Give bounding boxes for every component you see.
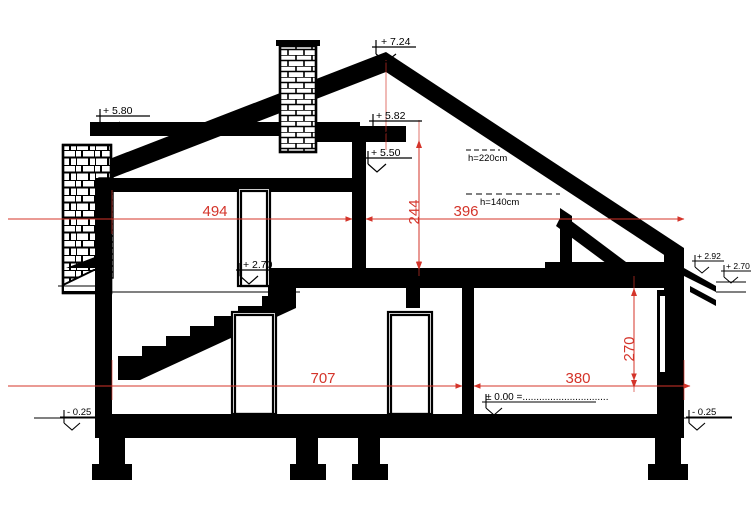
- strip-foundation: [92, 414, 688, 480]
- upper-floor-door-opening: [236, 186, 272, 288]
- elevation-marker-collar: + 5.82: [369, 110, 422, 136]
- height-note-140-label: h=140cm: [480, 197, 519, 208]
- foundation-footing: [352, 464, 388, 480]
- elevation-label-left-eave: + 5.80: [103, 105, 133, 117]
- height-note-220: h=220cm: [466, 149, 507, 164]
- left-exterior-wall-upper: [95, 178, 112, 290]
- elevation-marker-right-eave-a: + 2.92: [692, 251, 724, 274]
- dimension-lower-room-height: 270: [621, 336, 638, 361]
- height-note-220-label: h=220cm: [468, 153, 507, 164]
- right-exterior-wall: [664, 248, 684, 414]
- lower-floor-door-opening: [386, 310, 434, 416]
- lower-partition-wall: [462, 288, 474, 414]
- elevation-marker-datum: ± 0.00 =...............................: [482, 392, 608, 416]
- elevation-marker-floor-upper: + 2.70: [236, 259, 282, 285]
- interior-staircase: [118, 286, 296, 380]
- dimension-upper-left-span: 494: [202, 203, 227, 220]
- elevation-label-collar: + 5.82: [376, 110, 406, 122]
- elevation-label-floor-upper: + 2.70: [243, 259, 273, 271]
- elevation-label-datum: ± 0.00 =...............................: [486, 392, 608, 403]
- elevation-label-ground-right: - 0.25: [692, 407, 716, 418]
- dimension-lower-right-span: 380: [565, 370, 590, 387]
- upper-wall-plate: [95, 178, 365, 192]
- elevation-marker-right-eave-b: + 2.70: [721, 261, 751, 284]
- height-note-140: h=140cm: [466, 193, 560, 208]
- lower-floor-door-opening: [230, 310, 278, 416]
- dimension-upper-right-span: 396: [453, 203, 478, 220]
- roof-truss-brace: [545, 208, 665, 274]
- masonry-chimney: [276, 40, 320, 154]
- dimension-lower-left-span: 707: [310, 370, 335, 387]
- foundation-footing: [290, 464, 326, 480]
- elevation-label-ridge: + 7.24: [381, 36, 411, 48]
- dimension-arrowheads: [416, 140, 637, 388]
- elevation-label-attic-ceiling: + 5.50: [371, 147, 401, 159]
- left-exterior-wall-lower: [95, 290, 112, 414]
- gable-roof: [66, 52, 684, 268]
- elevation-label-ground-left: - 0.25: [67, 407, 91, 418]
- elevation-marker-attic-ceiling: + 5.50: [364, 147, 412, 173]
- elevation-marker-ground-left: - 0.25: [60, 407, 106, 431]
- foundation-footing: [648, 464, 688, 480]
- elevation-marker-ridge: + 7.24: [372, 36, 416, 63]
- upper-partition-wall: [352, 142, 366, 278]
- elevation-marker-left-eave: + 5.80: [96, 105, 150, 131]
- dimension-upper-room-height: 244: [406, 199, 423, 224]
- elevation-label-right-eave-a: + 2.92: [697, 251, 721, 261]
- building-structure: [34, 40, 746, 480]
- elevation-marker-ground-right: - 0.25: [686, 407, 732, 431]
- foundation-footing: [92, 464, 132, 480]
- elevation-label-right-eave-b: + 2.70: [726, 261, 750, 271]
